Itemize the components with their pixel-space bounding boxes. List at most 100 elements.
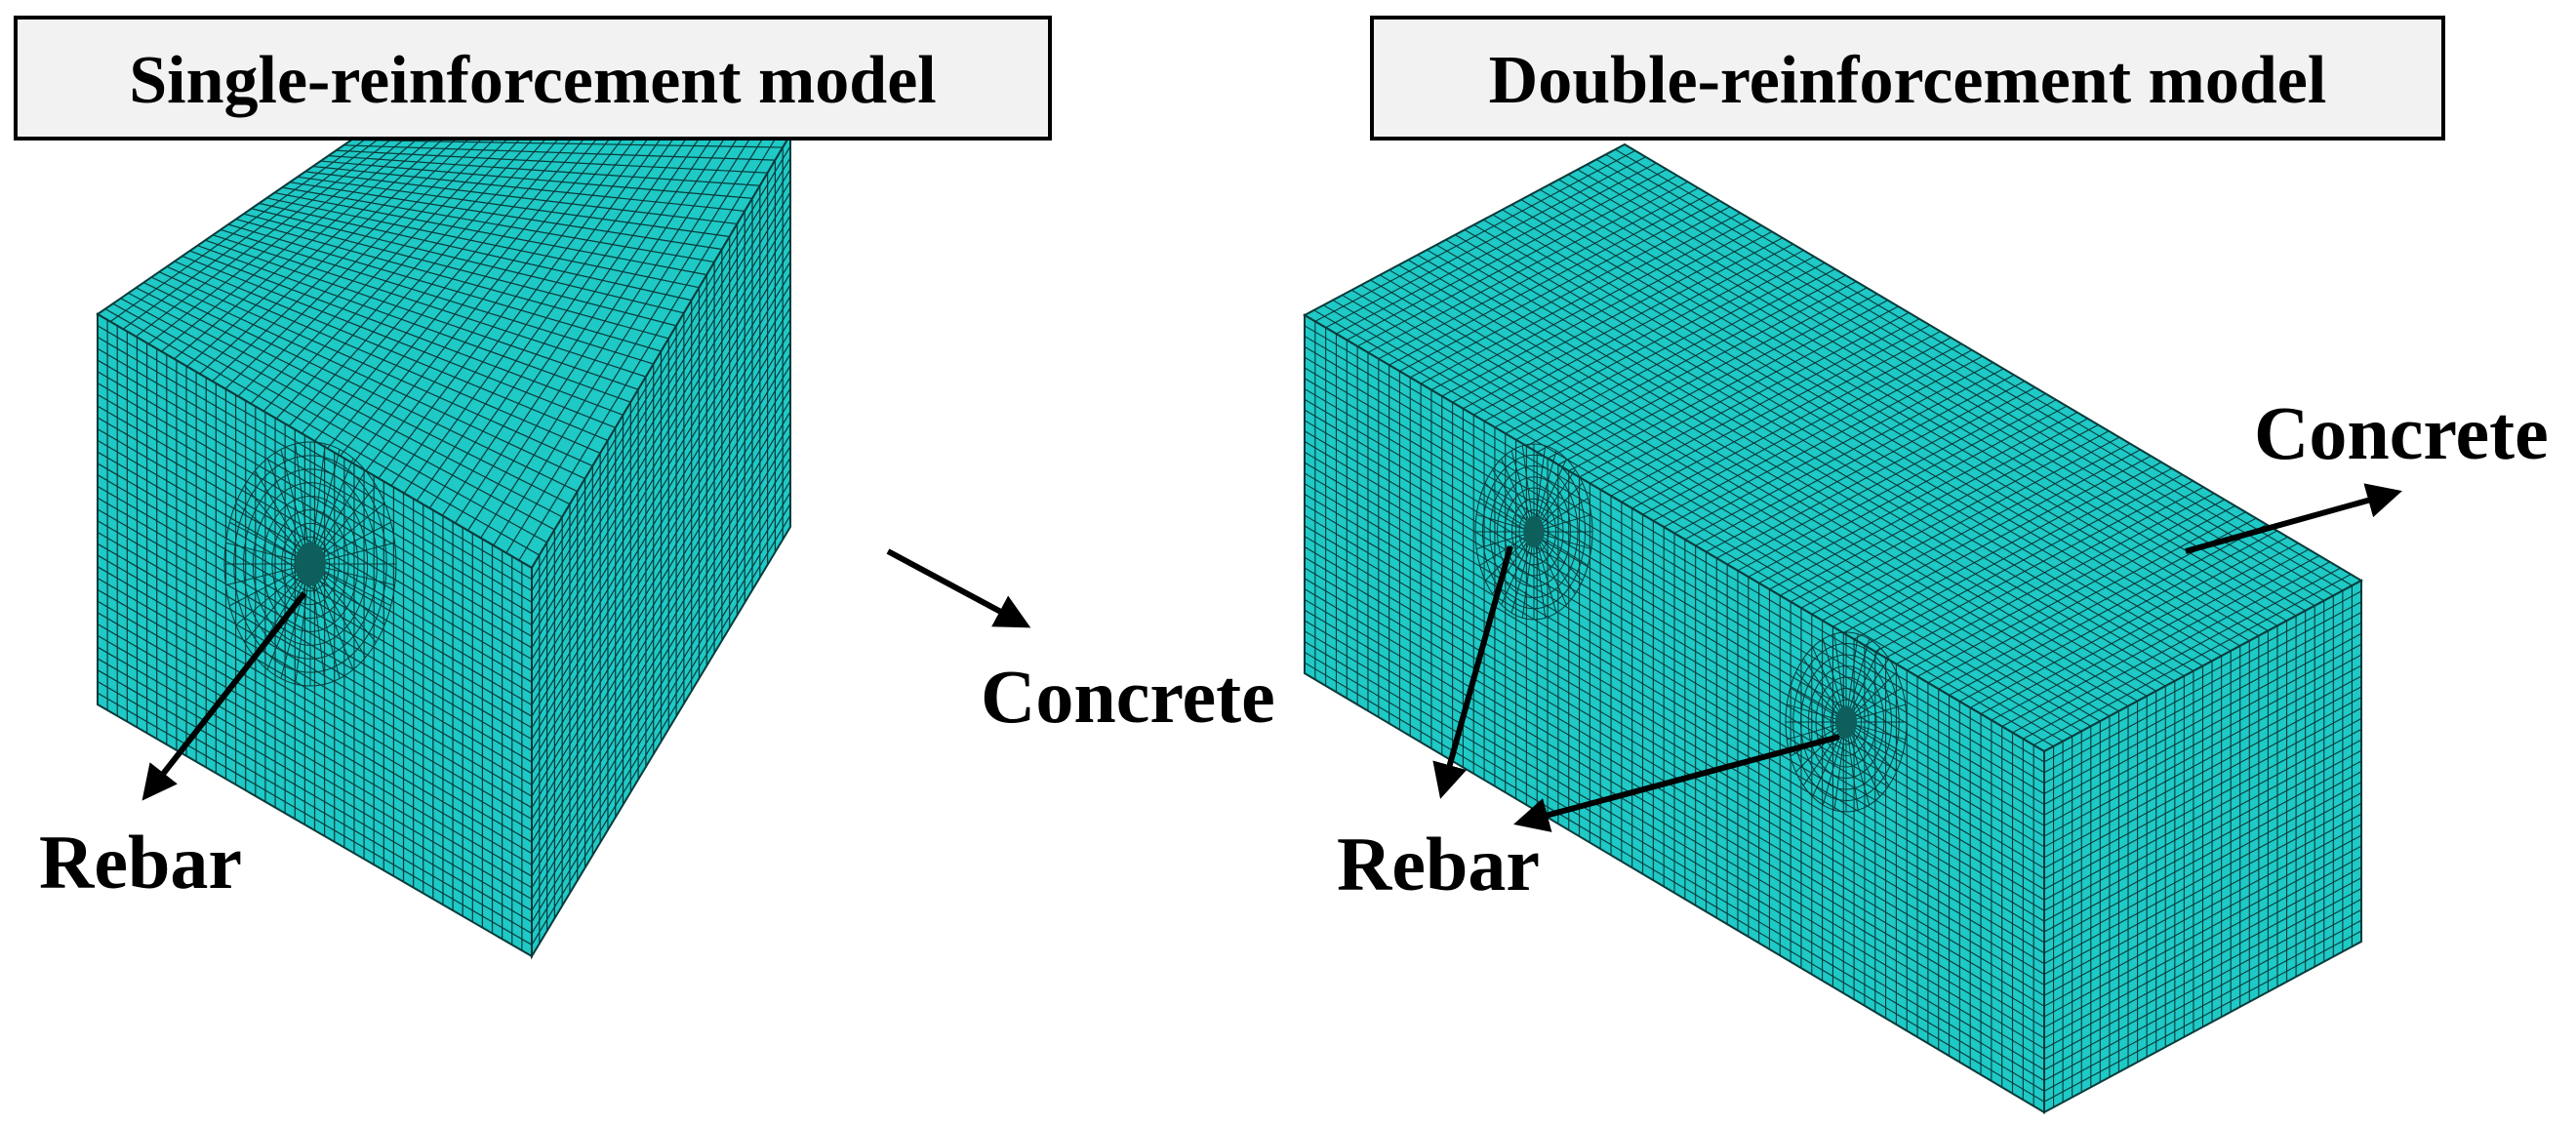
mesh-line <box>1463 237 1784 410</box>
mesh-line <box>1304 483 2045 922</box>
mesh-line <box>1642 342 1962 515</box>
mesh-line <box>1304 441 2045 880</box>
double-rebar-arrow-1 <box>1432 545 1513 799</box>
mesh-line <box>2043 632 2362 805</box>
mesh-line <box>1483 250 1804 422</box>
mesh-line <box>1653 349 1973 522</box>
mesh-line <box>262 134 525 412</box>
double-reinforcement-model: Double-reinforcement model Rebar Concret… <box>1302 16 2549 1114</box>
mesh-line <box>1822 449 2141 622</box>
mesh-line <box>2043 623 2362 795</box>
mesh-line <box>97 554 533 809</box>
mesh-line <box>531 169 791 603</box>
mesh-line <box>531 296 791 729</box>
mesh-line <box>2043 930 2362 1103</box>
mesh-line <box>531 365 791 797</box>
mesh-line <box>531 503 791 934</box>
mesh-line <box>2043 866 2362 1039</box>
mesh-line <box>109 134 373 323</box>
mesh-line <box>186 134 449 367</box>
mesh-line <box>135 134 398 338</box>
mesh-line <box>1304 503 2045 944</box>
rebar-core <box>1834 705 1858 739</box>
mesh-line <box>2033 574 2352 746</box>
single-reinforcement-model: Single-reinforcement model Rebar Concret… <box>14 16 1275 960</box>
mesh-line <box>97 485 533 741</box>
mesh-line <box>2043 834 2362 1007</box>
mesh-line <box>531 445 791 877</box>
single-title-box <box>14 16 1052 141</box>
mesh-line <box>1590 311 1910 484</box>
mesh-line <box>1494 256 1815 428</box>
mesh-line <box>1896 493 2215 665</box>
mesh-line <box>1758 412 2078 584</box>
mesh-line <box>1304 525 2045 965</box>
mesh-line <box>1949 524 2268 697</box>
mesh-line <box>1927 511 2246 684</box>
mesh-line <box>1726 392 2046 565</box>
mesh-line <box>1991 548 2310 721</box>
mesh-line <box>531 157 791 591</box>
mesh-line <box>1304 451 2045 890</box>
double-rebar-label: Rebar <box>1337 822 1540 906</box>
mesh-line <box>2043 654 2362 826</box>
mesh-line <box>2001 554 2320 727</box>
single-rebar-refined-mesh <box>223 441 397 687</box>
mesh-line <box>1304 598 2045 1039</box>
mesh-line <box>1505 261 1826 434</box>
mesh-line <box>531 307 791 740</box>
mesh-line <box>531 457 791 889</box>
mesh-line <box>531 203 791 637</box>
mesh-line <box>1780 423 2099 596</box>
mesh-line <box>428 134 690 509</box>
mesh-line <box>97 588 533 843</box>
mesh-line <box>2043 601 2362 774</box>
mesh-line <box>97 600 533 855</box>
mesh-line <box>365 134 626 471</box>
mesh-line <box>237 134 500 397</box>
mesh-line <box>2043 728 2362 901</box>
mesh-line <box>1304 367 2045 805</box>
mesh-line <box>531 284 791 717</box>
mesh-line <box>403 134 664 494</box>
double-model-title: Double-reinforcement model <box>1489 43 2327 118</box>
mesh-line <box>2043 803 2362 976</box>
mesh-line <box>1304 662 2045 1103</box>
mesh-line <box>531 191 791 625</box>
mesh-line <box>531 330 791 763</box>
mesh-line <box>2043 686 2362 859</box>
mesh-line <box>1695 374 2015 546</box>
mesh-line <box>1526 274 1846 447</box>
mesh-line <box>1568 300 1888 472</box>
mesh-line <box>1304 430 2045 869</box>
mesh-line <box>1980 543 2299 715</box>
mesh-line <box>1304 356 2045 795</box>
mesh-line <box>1304 398 2045 837</box>
mesh-line <box>2043 749 2362 922</box>
mesh-line <box>1304 609 2045 1050</box>
mesh-line <box>1304 651 2045 1092</box>
mesh-line <box>1304 345 2045 784</box>
mesh-line <box>531 376 791 809</box>
mesh-line <box>531 272 791 705</box>
double-rebar-arrow-2 <box>1513 734 1840 832</box>
mesh-line <box>1579 305 1899 478</box>
single-model-title: Single-reinforcement model <box>129 43 937 118</box>
mesh-line <box>122 134 385 330</box>
mesh-line <box>441 134 703 516</box>
mesh-line <box>1631 337 1952 509</box>
mesh-line <box>531 514 791 945</box>
mesh-line <box>2043 643 2362 816</box>
mesh-line <box>1790 430 2110 603</box>
mesh-line <box>97 359 533 615</box>
mesh-line <box>531 318 791 751</box>
mesh-line <box>2043 877 2362 1050</box>
mesh-line <box>2043 675 2362 848</box>
mesh-line <box>97 543 533 797</box>
mesh-line <box>1304 462 2045 901</box>
mesh-line <box>2043 782 2362 954</box>
mesh-line <box>518 134 779 561</box>
mesh-line <box>531 261 791 695</box>
mesh-line <box>340 134 601 457</box>
mesh-line <box>1304 409 2045 848</box>
